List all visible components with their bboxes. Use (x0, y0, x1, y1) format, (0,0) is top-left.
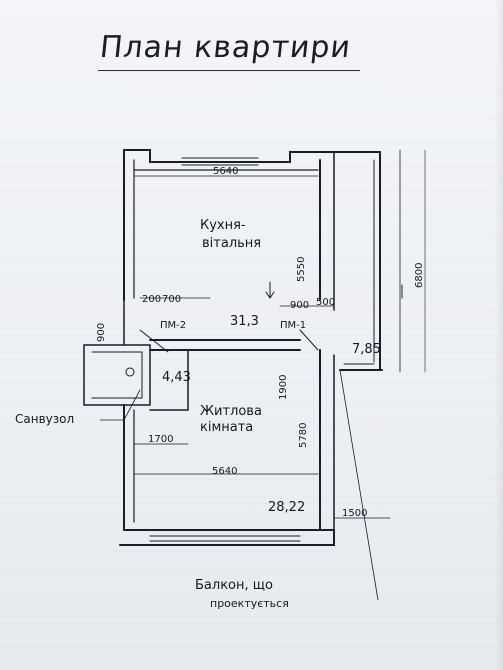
door-pm2 (139, 329, 169, 353)
balcony-label-line1: Балкон, що (195, 578, 273, 593)
dim-kitchen-height: 5550 (296, 256, 307, 282)
wall-kitchen-top (123, 149, 336, 163)
balcony-label-line2: проектується (210, 597, 289, 610)
living-label-line1: Житлова (200, 404, 262, 419)
living-area: 28,22 (268, 500, 306, 515)
dim-900-left: 900 (96, 322, 107, 342)
dim-right-height: 6800 (414, 262, 425, 288)
bathroom-area: 4,43 (162, 370, 191, 385)
balcony-area: 7,85 (352, 342, 381, 357)
dim-living-height: 5780 (298, 422, 309, 448)
wall-bathroom (83, 344, 151, 406)
wall-bathroom-right (149, 349, 189, 411)
window-living-bottom (149, 535, 301, 542)
pm2-label: ПМ-2 (160, 320, 187, 331)
kitchen-label-line1: Кухня- (200, 218, 246, 233)
dim-balcony-depth: 1500 (342, 508, 368, 519)
kitchen-label-line2: вітальня (202, 236, 262, 251)
door-pm1 (299, 329, 319, 351)
wall-living-bottom (119, 529, 335, 546)
dim-1700: 1700 (148, 434, 174, 445)
living-label-line2: кімната (200, 420, 254, 435)
pm1-label: ПМ-1 (280, 320, 307, 331)
bathroom-fixture (125, 367, 135, 377)
bathroom-label: Санвузол (15, 412, 75, 426)
title-underline (98, 70, 360, 71)
window-kitchen-top (181, 157, 259, 166)
dim-500: 500 (316, 297, 336, 308)
dim-700: 700 (162, 294, 182, 305)
dim-bottom-width: 5640 (212, 466, 238, 477)
arrow-kitchen (265, 281, 275, 299)
leader-balcony (339, 369, 379, 601)
bathroom-inner (91, 351, 143, 399)
leader-bathroom (99, 389, 141, 421)
partition-middle (149, 339, 301, 351)
dim-1900: 1900 (278, 374, 289, 400)
dim-900-top: 900 (290, 300, 310, 311)
kitchen-area: 31,3 (230, 314, 259, 329)
dim-200: 200 (142, 294, 162, 305)
dim-top-width: 5640 (213, 166, 239, 177)
paper-edge (495, 0, 503, 670)
